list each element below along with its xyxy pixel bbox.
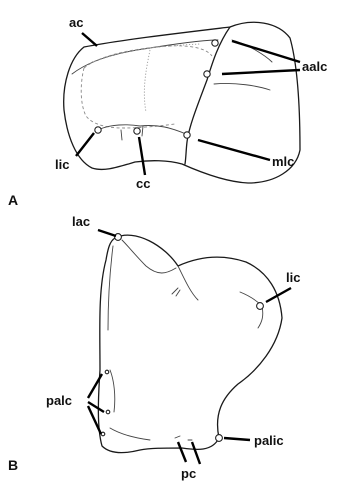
leader-palic xyxy=(224,438,250,440)
label-ac: ac xyxy=(69,15,83,30)
panel-b-outline xyxy=(98,235,282,452)
label-cc: cc xyxy=(136,176,150,191)
panel-a-ridge-marks xyxy=(121,40,272,140)
label-palic: palic xyxy=(254,433,284,448)
panel-a-node-aalc-upper xyxy=(212,40,218,46)
label-lic-a: lic xyxy=(55,157,69,172)
panel-b-leaders xyxy=(88,230,291,464)
leader-lac xyxy=(98,230,116,236)
panel-a-leaders xyxy=(76,33,300,175)
label-aalc: aalc xyxy=(302,59,327,74)
panel-a-inner-dotted xyxy=(92,44,200,112)
panel-a-node-cc xyxy=(134,128,140,134)
leader-pc-1 xyxy=(178,442,186,462)
label-palc: palc xyxy=(46,393,72,408)
panel-b-drawing xyxy=(98,234,282,453)
leader-aalc-1 xyxy=(232,41,300,62)
leader-aalc-2 xyxy=(222,70,300,74)
label-pc: pc xyxy=(181,466,196,481)
leader-palc-1 xyxy=(88,374,102,398)
label-lac: lac xyxy=(72,214,90,229)
panel-b-node-palc-3 xyxy=(101,432,105,436)
leader-lic-a xyxy=(76,133,94,156)
panel-b-node-palic xyxy=(216,435,223,442)
panel-a-node-mlc xyxy=(184,132,190,138)
panel-b-node-lic xyxy=(257,303,264,310)
panel-label-b: B xyxy=(8,457,18,473)
panel-b-node-palc-2 xyxy=(106,410,110,414)
leader-ac xyxy=(82,33,97,46)
panel-b-inner-contour xyxy=(122,240,263,328)
panel-a-node-aalc-lower xyxy=(204,71,210,77)
panel-a-node-lic xyxy=(95,127,101,133)
leader-mlc xyxy=(198,140,270,160)
panel-label-a: A xyxy=(8,192,18,208)
panel-b-inner-broken xyxy=(108,246,192,440)
leader-pc-2 xyxy=(192,442,200,464)
panel-b-node-palc-1 xyxy=(105,370,109,374)
label-lic-b: lic xyxy=(286,270,300,285)
leader-cc xyxy=(139,137,145,175)
label-mlc: mlc xyxy=(272,154,294,169)
